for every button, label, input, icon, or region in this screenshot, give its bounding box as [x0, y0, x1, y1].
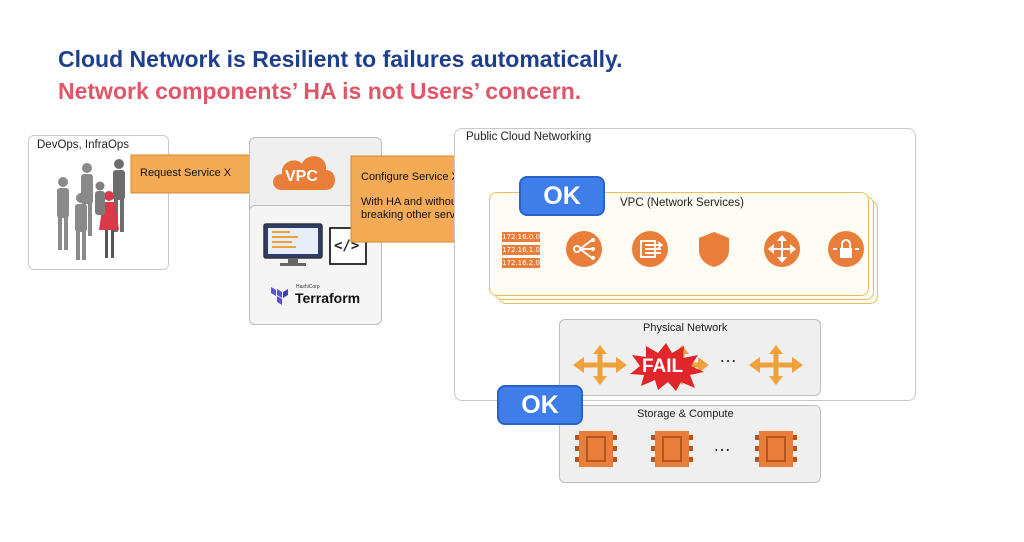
title-line-2: Network components’ HA is not Users’ con…	[58, 78, 582, 104]
title-line-1: Cloud Network is Resilient to failures a…	[58, 46, 623, 72]
ec2-instance-icon	[575, 431, 617, 467]
load-balancer-icon	[566, 231, 602, 267]
terraform-small-text: HashiCorp	[296, 284, 320, 290]
fail-label: FAIL	[642, 356, 684, 377]
ec2-instance-icon	[651, 431, 693, 467]
storage-ellipsis: …	[713, 435, 733, 455]
vpc-badge-text: VPC	[285, 168, 318, 185]
monitor-icon	[263, 223, 323, 266]
request-label: Request Service X	[140, 167, 232, 179]
physical-network-label: Physical Network	[643, 322, 728, 334]
shield-icon	[699, 232, 729, 267]
terraform-text: Terraform	[295, 290, 361, 306]
subnet-tag: 172.16.0.0	[502, 232, 540, 242]
people-icon	[57, 159, 125, 260]
storage-compute-label: Storage & Compute	[637, 408, 734, 420]
devops-label: DevOps, InfraOps	[37, 139, 130, 151]
ec2-instance-icon	[755, 431, 797, 467]
public-cloud-label: Public Cloud Networking	[466, 131, 592, 143]
switch-icon	[573, 345, 627, 385]
vpn-gateway-icon	[828, 231, 864, 267]
subnet-tag: 172.16.1.0	[502, 245, 540, 255]
router-icon	[764, 231, 800, 267]
nat-gateway-icon	[632, 231, 668, 267]
terraform-logo-icon	[271, 287, 288, 305]
fail-burst-icon	[630, 343, 704, 391]
configure-line-1: Configure Service X,	[361, 171, 462, 183]
physical-ellipsis: …	[719, 346, 739, 366]
vpc-services-label: VPC (Network Services)	[620, 197, 744, 209]
configure-line-2: With HA and without breaking other servi…	[361, 196, 475, 221]
vpc-ok-badge: OK	[519, 176, 605, 216]
switch-icon	[749, 345, 803, 385]
vpc-cloud-icon	[273, 156, 335, 190]
subnet-tag: 172.16.2.0	[502, 258, 540, 268]
storage-ok-badge: OK	[497, 385, 583, 425]
